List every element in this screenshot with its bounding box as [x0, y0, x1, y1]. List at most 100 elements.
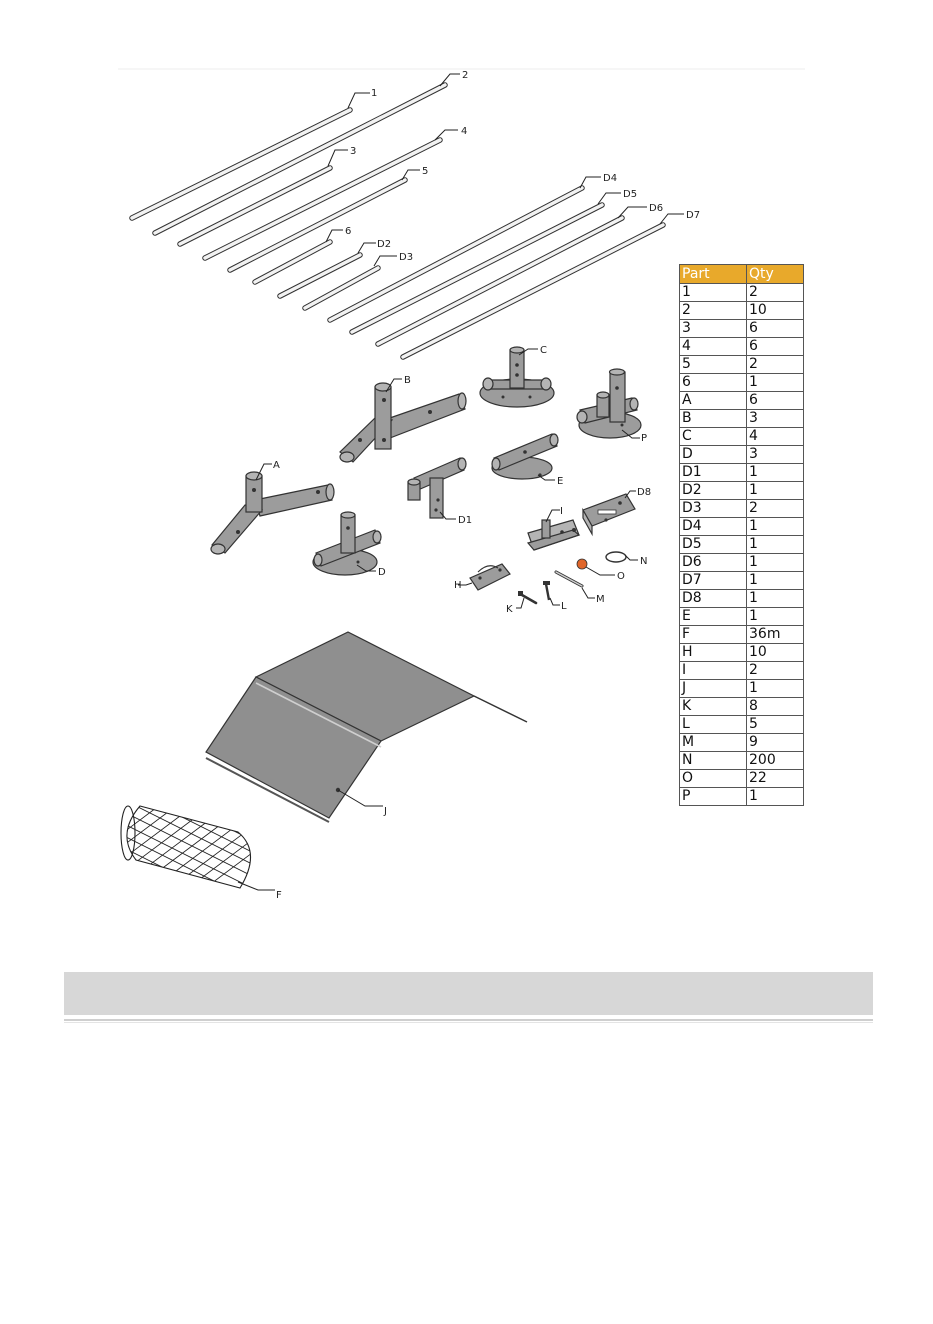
cell-qty: 36m — [747, 626, 804, 644]
cell-qty: 10 — [747, 644, 804, 662]
label-rod-d6: D6 — [649, 203, 663, 214]
divider-line — [64, 1019, 873, 1021]
clamp-h: H — [454, 564, 510, 591]
label-rod-d3: D3 — [399, 252, 413, 263]
cell-qty: 4 — [747, 428, 804, 446]
cell-qty: 1 — [747, 554, 804, 572]
connector-e: E — [492, 434, 563, 487]
cell-part: B — [680, 410, 747, 428]
cell-part: D7 — [680, 572, 747, 590]
label-part-d8: D8 — [637, 487, 651, 498]
label-rod-4: 4 — [461, 126, 467, 137]
cell-part: J — [680, 680, 747, 698]
cell-part: D1 — [680, 464, 747, 482]
label-part-a: A — [273, 460, 280, 471]
cell-part: C — [680, 428, 747, 446]
cell-qty: 1 — [747, 374, 804, 392]
cell-part: D — [680, 446, 747, 464]
cell-qty: 6 — [747, 338, 804, 356]
cell-part: I — [680, 662, 747, 680]
cell-qty: 1 — [747, 608, 804, 626]
table-header-row: Part Qty — [680, 265, 804, 284]
label-part-k: K — [506, 604, 513, 615]
cell-part: 2 — [680, 302, 747, 320]
table-row: D21 — [680, 482, 804, 500]
cell-part: N — [680, 752, 747, 770]
label-rod-1: 1 — [371, 88, 377, 99]
cell-qty: 8 — [747, 698, 804, 716]
cell-part: 1 — [680, 284, 747, 302]
label-rod-5: 5 — [422, 166, 428, 177]
table-row: 210 — [680, 302, 804, 320]
label-rod-d4: D4 — [603, 173, 617, 184]
cell-qty: 1 — [747, 464, 804, 482]
cell-part: P — [680, 788, 747, 806]
cell-part: D2 — [680, 482, 747, 500]
label-rod-3: 3 — [350, 146, 356, 157]
table-row: D32 — [680, 500, 804, 518]
rod-d5 — [352, 205, 602, 332]
label-part-e: E — [557, 476, 563, 487]
label-part-j: J — [383, 806, 387, 817]
cell-part: D4 — [680, 518, 747, 536]
cell-part: E — [680, 608, 747, 626]
cell-qty: 200 — [747, 752, 804, 770]
cell-part: H — [680, 644, 747, 662]
table-row: D61 — [680, 554, 804, 572]
label-part-f: F — [276, 890, 282, 901]
cell-qty: 1 — [747, 572, 804, 590]
rod-d4 — [330, 188, 582, 320]
cell-part: D6 — [680, 554, 747, 572]
cell-qty: 2 — [747, 662, 804, 680]
label-part-d: D — [378, 567, 386, 578]
cell-qty: 2 — [747, 284, 804, 302]
screw-l: L — [543, 581, 567, 612]
bracket-d8: D8 — [583, 487, 651, 534]
tarpaulin-j: J — [206, 632, 527, 822]
cell-qty: 10 — [747, 302, 804, 320]
cell-qty: 3 — [747, 446, 804, 464]
header-part: Part — [680, 265, 747, 284]
cell-part: 5 — [680, 356, 747, 374]
label-part-i: I — [560, 506, 563, 517]
table-body: 1221036465261A6B3C4D3D11D21D32D41D51D61D… — [680, 284, 804, 806]
cell-qty: 9 — [747, 734, 804, 752]
label-rod-2: 2 — [462, 70, 468, 81]
cell-qty: 3 — [747, 410, 804, 428]
label-part-p: P — [641, 433, 647, 444]
label-part-c: C — [540, 345, 547, 356]
label-part-n: N — [640, 556, 647, 567]
cell-part: 6 — [680, 374, 747, 392]
rod-d7 — [403, 225, 663, 357]
connector-d: D — [313, 512, 386, 578]
cell-part: K — [680, 698, 747, 716]
label-part-h: H — [454, 580, 462, 591]
cell-qty: 1 — [747, 680, 804, 698]
connector-c: C — [480, 345, 554, 407]
label-part-o: O — [617, 571, 625, 582]
label-rod-6: 6 — [345, 226, 351, 237]
table-row: D11 — [680, 464, 804, 482]
cell-qty: 6 — [747, 392, 804, 410]
cell-part: F — [680, 626, 747, 644]
rod-4 — [205, 140, 440, 258]
cell-qty: 1 — [747, 590, 804, 608]
divider-line-secondary — [64, 1022, 873, 1023]
connector-p: P — [577, 369, 647, 444]
table-row: C4 — [680, 428, 804, 446]
cell-part: L — [680, 716, 747, 734]
header-qty: Qty — [747, 265, 804, 284]
